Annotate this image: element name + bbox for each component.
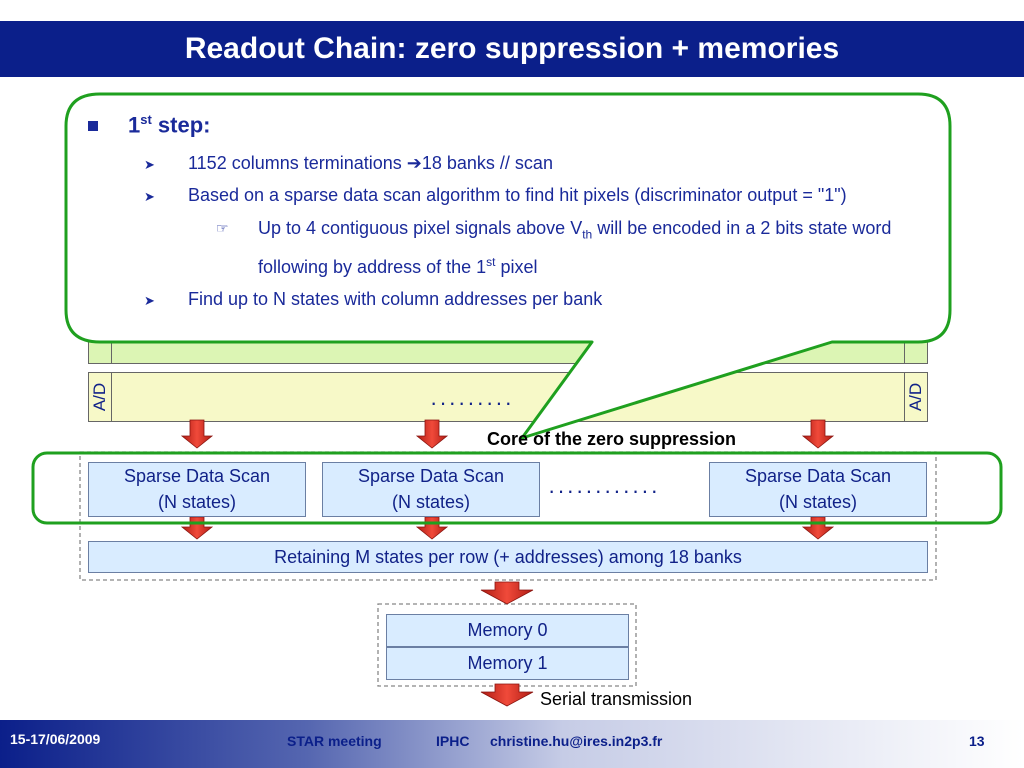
sub-bullet-text-b: will be encoded in a 2 bits state word f… — [258, 218, 892, 277]
memory-0-box: Memory 0 — [386, 614, 629, 647]
footer-page-number: 13 — [969, 733, 985, 749]
sub-bullet-superscript: st — [486, 254, 496, 269]
step-number: 1 — [128, 112, 141, 138]
footer-background — [0, 720, 1024, 768]
step-superscript: st — [140, 112, 152, 127]
arrow-sds-to-retain-1 — [180, 516, 214, 540]
serial-transmission-label: Serial transmission — [540, 689, 693, 709]
sub-bullet-text-a: Up to 4 contiguous pixel signals above V — [258, 218, 583, 238]
chevron-bullet-icon: ➤ — [144, 189, 155, 204]
arrow-sds-to-retain-2 — [415, 516, 449, 540]
callout-text: 1st step: ➤ 1152 columns terminations ➔1… — [88, 112, 938, 313]
sds-ellipsis: ············ — [548, 478, 660, 503]
square-bullet-icon — [88, 121, 98, 131]
sparse-data-scan-box-1: Sparse Data Scan (N states) — [88, 462, 306, 517]
arrow-sds-to-retain-3 — [801, 516, 835, 540]
sds-highlight — [31, 451, 1003, 525]
retaining-states-box: Retaining M states per row (+ addresses)… — [88, 541, 928, 573]
ad-row — [88, 372, 928, 422]
ad-converter-left: A/D — [88, 372, 112, 422]
sparse-data-scan-box-2: Sparse Data Scan (N states) — [322, 462, 540, 517]
sds-states: (N states) — [391, 492, 470, 512]
slide-title-text: Readout Chain: zero suppression + memori… — [184, 32, 840, 65]
footer-email: christine.hu@ires.in2p3.fr — [490, 733, 663, 749]
sds-title: Sparse Data Scan — [357, 466, 505, 486]
chevron-bullet-icon: ➤ — [144, 292, 155, 308]
arrow-ad-to-sds-1 — [180, 419, 214, 449]
sds-title: Sparse Data Scan — [744, 466, 892, 486]
arrow-ad-to-sds-2 — [415, 419, 449, 449]
footer-meeting: STAR meeting — [287, 733, 382, 749]
arrow-ad-to-sds-3 — [801, 419, 835, 449]
sds-states: (N states) — [157, 492, 236, 512]
sub-bullet-encoding: ☞ Up to 4 contiguous pixel signals above… — [88, 215, 938, 281]
footer-date: 15-17/06/2009 — [10, 731, 101, 747]
bullet-columns: ➤ 1152 columns terminations ➔18 banks //… — [88, 150, 938, 177]
sds-title: Sparse Data Scan — [123, 466, 271, 486]
bullet-sparse-scan: ➤ Based on a sparse data scan algorithm … — [88, 182, 938, 209]
memory-1-box: Memory 1 — [386, 647, 629, 680]
bullet-find-states: ➤ Find up to N states with column addres… — [88, 286, 938, 313]
sub-bullet-text-c: pixel — [495, 256, 538, 277]
arrow-right-icon: ➔ — [406, 153, 422, 173]
sparse-data-scan-box-3: Sparse Data Scan (N states) — [709, 462, 927, 517]
slide-title: Readout Chain: zero suppression + memori… — [0, 21, 1024, 77]
bullet-columns-a: 1152 columns terminations — [188, 153, 407, 173]
bullet-find-states-text: Find up to N states with column addresse… — [188, 288, 603, 309]
arrow-retain-to-memory — [480, 581, 534, 605]
sub-bullet-subscript: th — [582, 227, 593, 242]
step-label: step: — [151, 112, 211, 138]
arrow-serial-output — [480, 683, 534, 707]
callout-bubble — [64, 92, 952, 440]
footer-lab: IPHC — [436, 733, 470, 749]
bullet-sparse-scan-text: Based on a sparse data scan algorithm to… — [188, 185, 847, 205]
core-zero-suppression-label: Core of the zero suppression — [487, 429, 737, 449]
chevron-bullet-icon: ➤ — [144, 157, 155, 172]
sds-states: (N states) — [778, 492, 857, 512]
hand-pointer-icon: ☞ — [216, 220, 229, 236]
bullet-columns-b: 18 banks // scan — [421, 153, 553, 173]
step-heading: 1st step: — [88, 112, 938, 146]
ad-converter-right: A/D — [904, 372, 928, 422]
ad-ellipsis: ········· — [430, 390, 514, 415]
